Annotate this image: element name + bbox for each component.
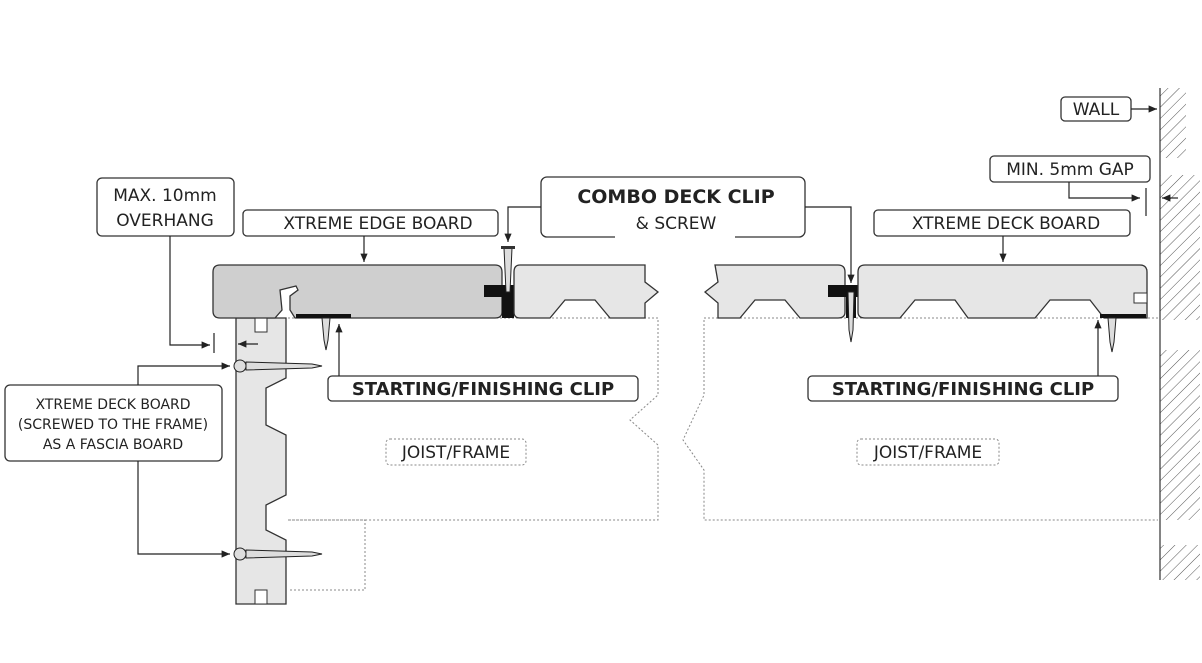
starting-clip-right-label: STARTING/FINISHING CLIP bbox=[832, 379, 1094, 400]
joist-right-label: JOIST/FRAME bbox=[873, 443, 982, 463]
deck-board-label: XTREME DECK BOARD bbox=[912, 214, 1100, 234]
joist-right-callout: JOIST/FRAME bbox=[856, 438, 1000, 466]
overhang-label-line2: OVERHANG bbox=[116, 211, 214, 231]
wall-label: WALL bbox=[1073, 100, 1120, 120]
min-gap-label: MIN. 5mm GAP bbox=[1006, 160, 1134, 180]
starting-clip-right-callout: STARTING/FINISHING CLIP bbox=[807, 320, 1119, 402]
wall-callout: WALL bbox=[1060, 96, 1157, 122]
joist-left-callout: JOIST/FRAME bbox=[385, 438, 527, 466]
edge-board-callout: XTREME EDGE BOARD bbox=[242, 209, 499, 262]
starting-clip-left-label: STARTING/FINISHING CLIP bbox=[352, 379, 614, 400]
deck-board-callout: XTREME DECK BOARD bbox=[873, 209, 1131, 262]
overhang-callout: MAX. 10mm OVERHANG bbox=[96, 177, 258, 353]
fascia-screw-bottom bbox=[233, 547, 323, 561]
joist-left-label: JOIST/FRAME bbox=[401, 443, 510, 463]
right-clip-screw bbox=[1100, 314, 1146, 353]
fascia-label-line1: XTREME DECK BOARD bbox=[35, 397, 190, 413]
min-gap-callout: MIN. 5mm GAP bbox=[989, 155, 1178, 216]
combo-clip-label-line2: & SCREW bbox=[636, 214, 717, 234]
deck-board-right bbox=[857, 264, 1148, 319]
deck-board-middle bbox=[703, 264, 846, 319]
edge-clip-screw bbox=[296, 314, 351, 351]
fascia-label-line2: (SCREWED TO THE FRAME) bbox=[18, 417, 208, 433]
joist-frame-right bbox=[682, 317, 1158, 521]
edge-board bbox=[212, 264, 503, 319]
fascia-label-line3: AS A FASCIA BOARD bbox=[43, 437, 183, 453]
combo-clip-callout: COMBO DECK CLIP & SCREW bbox=[504, 176, 855, 283]
fascia-board bbox=[235, 317, 287, 605]
starting-clip-left-callout: STARTING/FINISHING CLIP bbox=[327, 324, 639, 402]
combo-clip-label-line1: COMBO DECK CLIP bbox=[577, 186, 774, 208]
overhang-label-line1: MAX. 10mm bbox=[113, 186, 217, 206]
deck-board-left bbox=[513, 264, 660, 319]
fascia-screw-top bbox=[233, 359, 323, 373]
fascia-callout: XTREME DECK BOARD (SCREWED TO THE FRAME)… bbox=[4, 362, 230, 558]
wall bbox=[1159, 88, 1200, 580]
edge-board-label: XTREME EDGE BOARD bbox=[283, 214, 472, 234]
joist-frame-left bbox=[288, 317, 659, 591]
